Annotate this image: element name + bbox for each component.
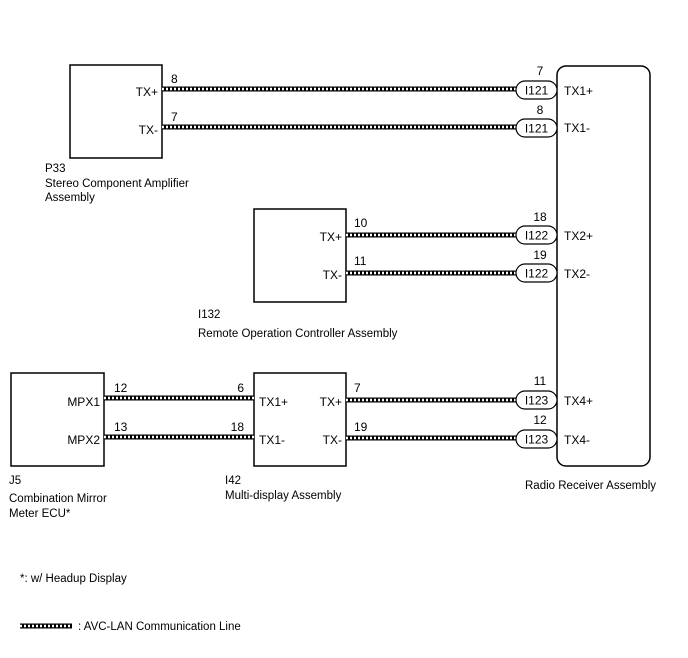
connector-label: I123 xyxy=(525,433,549,447)
terminal-label: TX- xyxy=(139,123,158,137)
connector-i122-a: I122 xyxy=(515,225,558,245)
terminal-label: TX- xyxy=(323,433,342,447)
legend: : AVC-LAN Communication Line xyxy=(20,621,241,633)
connector-label: I121 xyxy=(525,84,549,98)
connector-i123-b: I123 xyxy=(515,429,558,449)
connector-i123-a: I123 xyxy=(515,390,558,410)
connector-i122-b: I122 xyxy=(515,263,558,283)
meter-name-2: Meter ECU* xyxy=(9,508,71,520)
meter-ecu-box xyxy=(10,372,105,467)
pin-number: 12 xyxy=(533,413,547,427)
terminal-label: TX+ xyxy=(320,395,342,409)
pin-number: 19 xyxy=(533,248,547,262)
amplifier-name-2: Assembly xyxy=(45,192,95,204)
pin-number: 7 xyxy=(537,64,544,78)
terminal-label: TX4+ xyxy=(564,394,593,408)
terminal-label: TX2- xyxy=(564,267,590,281)
terminal-label: TX1+ xyxy=(564,84,593,98)
terminal-label: TX1- xyxy=(564,121,590,135)
multi-display-code: I42 xyxy=(225,475,241,487)
connector-i121-a: I121 xyxy=(515,80,558,100)
terminal-label: TX- xyxy=(323,268,342,282)
pin-number: 8 xyxy=(171,72,178,86)
pin-number: 10 xyxy=(354,216,368,230)
wire-layer xyxy=(104,86,516,441)
radio-receiver-box xyxy=(556,65,651,467)
terminal-label: TX+ xyxy=(136,85,158,99)
meter-code: J5 xyxy=(9,475,21,487)
terminal-label: TX4- xyxy=(564,433,590,447)
radio-receiver-name: Radio Receiver Assembly xyxy=(525,480,656,492)
pin-number: 11 xyxy=(534,374,547,388)
amplifier-box xyxy=(69,64,163,159)
meter-name: Combination Mirror xyxy=(9,493,107,505)
legend-label: : AVC-LAN Communication Line xyxy=(78,621,241,633)
terminal-label: MPX1 xyxy=(67,395,100,409)
pin-number: 12 xyxy=(114,381,128,395)
connector-i121-b: I121 xyxy=(515,118,558,138)
terminal-label: TX1- xyxy=(259,433,285,447)
amplifier-code: P33 xyxy=(45,163,65,175)
terminal-label: TX+ xyxy=(320,230,342,244)
pin-number: 8 xyxy=(537,103,544,117)
connector-label: I122 xyxy=(525,229,549,243)
terminal-label: MPX2 xyxy=(67,433,100,447)
multi-display-box xyxy=(253,372,347,467)
pin-number: 19 xyxy=(354,420,368,434)
footnote: *: w/ Headup Display xyxy=(20,573,127,585)
pin-number: 18 xyxy=(533,210,547,224)
pin-number: 18 xyxy=(231,420,245,434)
pin-number: 7 xyxy=(171,110,178,124)
remote-code: I132 xyxy=(198,309,220,321)
remote-name: Remote Operation Controller Assembly xyxy=(198,328,398,340)
terminal-label: TX1+ xyxy=(259,395,288,409)
multi-display-name: Multi-display Assembly xyxy=(225,490,342,502)
connector-label: I123 xyxy=(525,394,549,408)
connector-label: I121 xyxy=(525,122,549,136)
connector-label: I122 xyxy=(525,267,549,281)
pin-number: 6 xyxy=(237,381,244,395)
remote-controller-box xyxy=(253,208,347,303)
pin-number: 7 xyxy=(354,381,361,395)
pin-number: 11 xyxy=(354,254,367,268)
pin-number: 13 xyxy=(114,420,128,434)
terminal-label: TX2+ xyxy=(564,229,593,243)
amplifier-name: Stereo Component Amplifier xyxy=(45,178,189,190)
